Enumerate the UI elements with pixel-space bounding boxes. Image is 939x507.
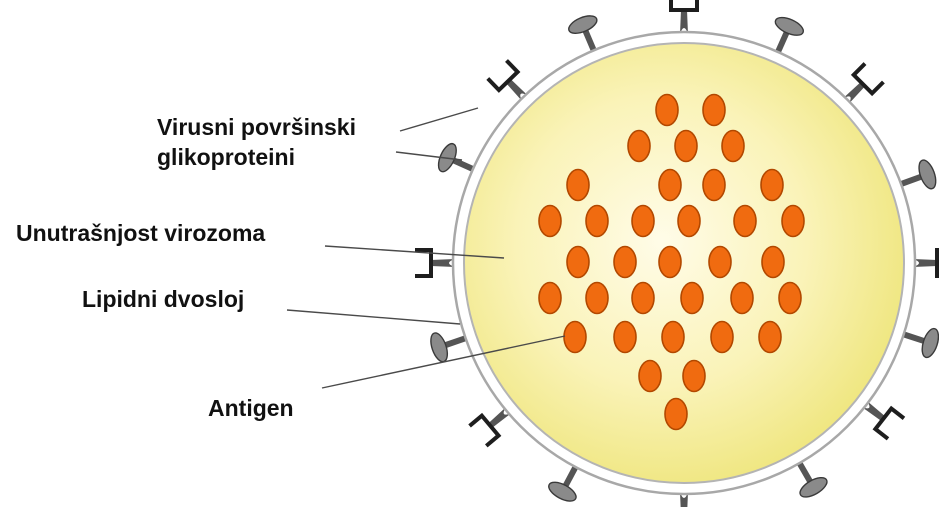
antigen-particle [703,95,725,126]
label-virosome-interior: Unutrašnjost virozoma [16,218,265,248]
label-lipid-bilayer: Lipidni dvosloj [82,284,244,314]
antigen-particle [564,322,586,353]
antigen-particle [567,247,589,278]
antigen-particle [759,322,781,353]
forked-glycoprotein-icon [671,0,697,34]
antigen-particle [779,283,801,314]
antigen-particle [586,283,608,314]
antigen-particle [659,247,681,278]
antigen-particle [539,206,561,237]
antigen-particle [683,361,705,392]
antigen-particle [567,170,589,201]
antigen-particle [656,95,678,126]
leader-line-glycoprotein-1 [400,108,478,131]
antigen-particle [722,131,744,162]
antigen-particle [628,131,650,162]
antigen-particle [614,247,636,278]
antigen-particle [632,283,654,314]
antigen-particle [782,206,804,237]
antigen-particle [709,247,731,278]
antigen-particle [762,247,784,278]
antigen-particle [761,170,783,201]
antigen-particle [675,131,697,162]
antigen-particle [703,170,725,201]
antigen-particle [659,170,681,201]
antigen-particle [711,322,733,353]
label-glycoproteins-line2: glikoproteini [157,142,356,172]
antigen-particle [678,206,700,237]
antigen-particle [734,206,756,237]
antigen-particle [586,206,608,237]
antigen-particle [539,283,561,314]
antigen-particle [632,206,654,237]
antigen-particle [665,399,687,430]
label-viral-surface-glycoproteins: Virusni površinski glikoproteini [157,112,356,172]
antigen-particle [614,322,636,353]
antigen-particle [681,283,703,314]
label-glycoproteins-line1: Virusni površinski [157,112,356,142]
antigen-particle [639,361,661,392]
leader-line-lipid [287,310,460,324]
forked-glycoprotein-icon [913,250,939,276]
antigen-particle [662,322,684,353]
antigen-particle [731,283,753,314]
label-antigen: Antigen [208,393,294,423]
